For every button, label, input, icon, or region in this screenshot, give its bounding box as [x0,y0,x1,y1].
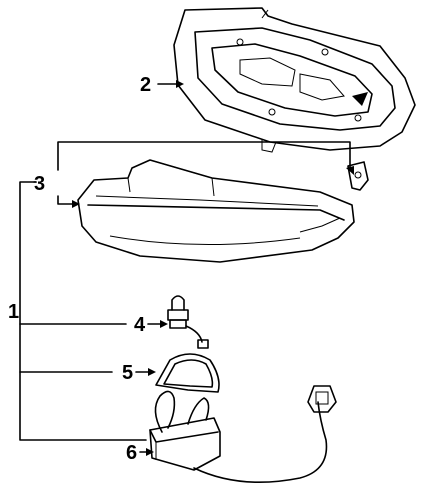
part-6-socket-harness [149,385,337,484]
callout-1: 1 [8,301,19,323]
callout-3: 3 [34,173,45,195]
leader-lines [19,80,354,456]
part-5-gasket [155,353,220,393]
part-4-bulb [167,295,209,349]
callout-5: 5 [122,362,133,384]
callout-6: 6 [126,442,137,464]
callout-4: 4 [134,314,146,336]
part-3-lamp-assembly [77,159,369,263]
part-2-housing-bracket [173,7,416,153]
callout-2: 2 [140,74,151,96]
